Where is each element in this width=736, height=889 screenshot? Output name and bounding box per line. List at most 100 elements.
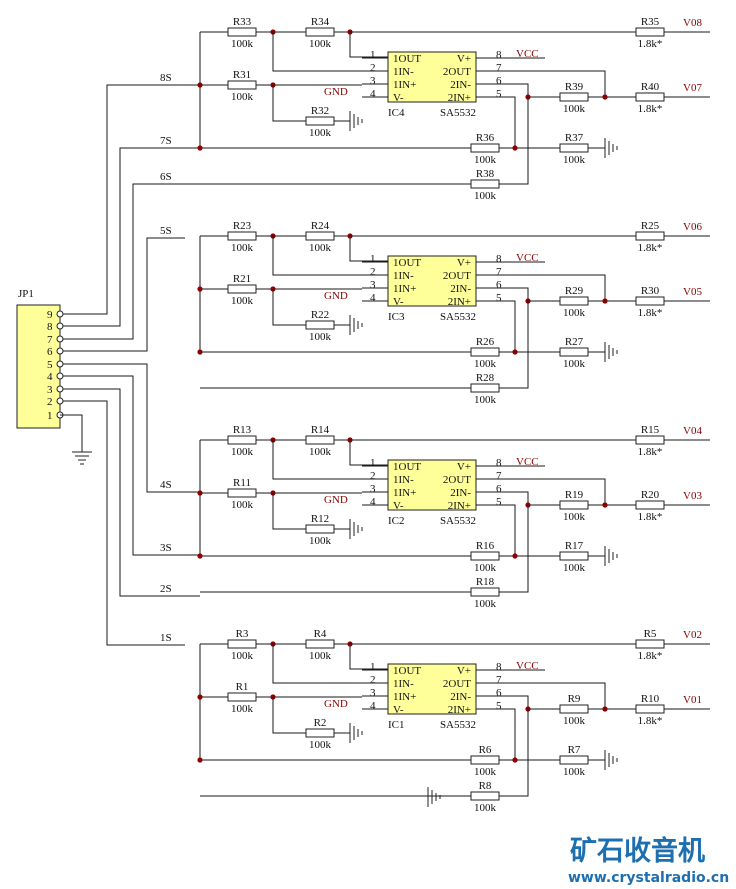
resistor-value: 1.8k* [638, 650, 663, 662]
wire [272, 236, 362, 276]
wire [505, 287, 529, 301]
net-label-5s: 5S [160, 225, 172, 237]
ic-ref: IC3 [388, 311, 405, 323]
resistor-ref: R10 [641, 693, 660, 705]
wire [63, 183, 200, 340]
net-label-out2: V01 [683, 694, 702, 706]
resistor-body [470, 179, 500, 189]
resistor-value: 100k [309, 739, 332, 751]
resistor-value: 100k [474, 190, 497, 202]
ic-ref: IC4 [388, 107, 405, 119]
ic-body [387, 459, 477, 511]
resistor-value: 1.8k* [638, 511, 663, 523]
junction-dot [197, 82, 203, 88]
ic-pin-name: V- [393, 296, 404, 308]
resistor-body [227, 692, 257, 702]
resistor-ref: R9 [568, 693, 581, 705]
net-label-2s: 2S [160, 583, 172, 595]
ic-part: SA5532 [440, 719, 476, 731]
ic-pin-name: 1OUT [393, 257, 421, 269]
ic-body [387, 663, 477, 715]
net-label-8s: 8S [160, 72, 172, 84]
resistor-ref: R19 [565, 489, 584, 501]
resistor: R3 100k [218, 628, 266, 662]
resistor-ref: R18 [476, 576, 495, 588]
resistor: R28 100k [461, 372, 509, 406]
resistor-value: 100k [474, 766, 497, 778]
ground-icon [349, 723, 363, 743]
ic-pin-number: 1 [370, 457, 376, 469]
resistor-value: 100k [563, 307, 586, 319]
junction-dot [602, 706, 608, 712]
ic-pin-name: 2OUT [443, 678, 471, 690]
resistor-ref: R13 [233, 424, 252, 436]
net-label-vcc: VCC [516, 456, 539, 468]
net-label-gnd: GND [324, 698, 348, 710]
ic-pin-name: 2IN- [450, 283, 471, 295]
ic-part: SA5532 [440, 515, 476, 527]
resistor-value: 100k [309, 446, 332, 458]
ic-pin-name: 2OUT [443, 474, 471, 486]
resistor-ref: R3 [236, 628, 249, 640]
net-label-3s: 3S [160, 542, 172, 554]
ground-icon [427, 787, 441, 807]
ic-pin-name: 2OUT [443, 66, 471, 78]
resistor: R1 100k [218, 681, 266, 715]
net-label-vcc: VCC [516, 48, 539, 60]
resistor-body [470, 551, 500, 561]
net-label-1s: 1S [160, 632, 172, 644]
resistor-body [559, 296, 589, 306]
ic-pin-number: 8 [496, 49, 502, 61]
resistor-body [470, 347, 500, 357]
wire [505, 300, 516, 352]
net-label-gnd: GND [324, 494, 348, 506]
resistor-ref: R29 [565, 285, 584, 297]
ic-pin-number: 8 [496, 253, 502, 265]
ic-pin-name: 2IN- [450, 79, 471, 91]
resistor-value: 100k [231, 38, 254, 50]
resistor-value: 100k [231, 703, 254, 715]
ic-pin-number: 3 [370, 279, 376, 291]
ic-pin-number: 4 [370, 496, 376, 508]
resistor-body [305, 728, 335, 738]
wire [505, 682, 606, 709]
ic-pin-name: 2IN+ [448, 92, 471, 104]
ic-pin-number: 5 [496, 292, 502, 304]
ic-pin-name: 2IN+ [448, 500, 471, 512]
resistor-value: 100k [231, 650, 254, 662]
ic-pin-name: 1IN- [393, 474, 414, 486]
ic-pin-name: 1IN- [393, 678, 414, 690]
wire [509, 709, 529, 797]
resistor-ref: R40 [641, 81, 660, 93]
resistor-body [470, 755, 500, 765]
resistor-body [227, 27, 257, 37]
wire [272, 440, 362, 480]
ic-pin-number: 4 [370, 700, 376, 712]
resistor-ref: R20 [641, 489, 660, 501]
connector-pin-hole [56, 310, 64, 318]
resistor-body [559, 755, 589, 765]
wire [509, 301, 529, 389]
resistor-ref: R28 [476, 372, 495, 384]
net-label-vcc: VCC [516, 252, 539, 264]
ic-pin-number: 3 [370, 687, 376, 699]
ic-pin-name: 1IN+ [393, 487, 416, 499]
wire [505, 83, 529, 97]
resistor-value: 1.8k* [638, 103, 663, 115]
resistor-value: 100k [309, 127, 332, 139]
resistor-body [227, 435, 257, 445]
resistor-ref: R1 [236, 681, 249, 693]
resistor-value: 100k [563, 562, 586, 574]
resistor-body [635, 639, 665, 649]
junction-dot [512, 145, 518, 151]
resistor-value: 100k [474, 394, 497, 406]
ic-pin-number: 8 [496, 457, 502, 469]
connector-pin-hole [56, 360, 64, 368]
wire [272, 697, 296, 734]
